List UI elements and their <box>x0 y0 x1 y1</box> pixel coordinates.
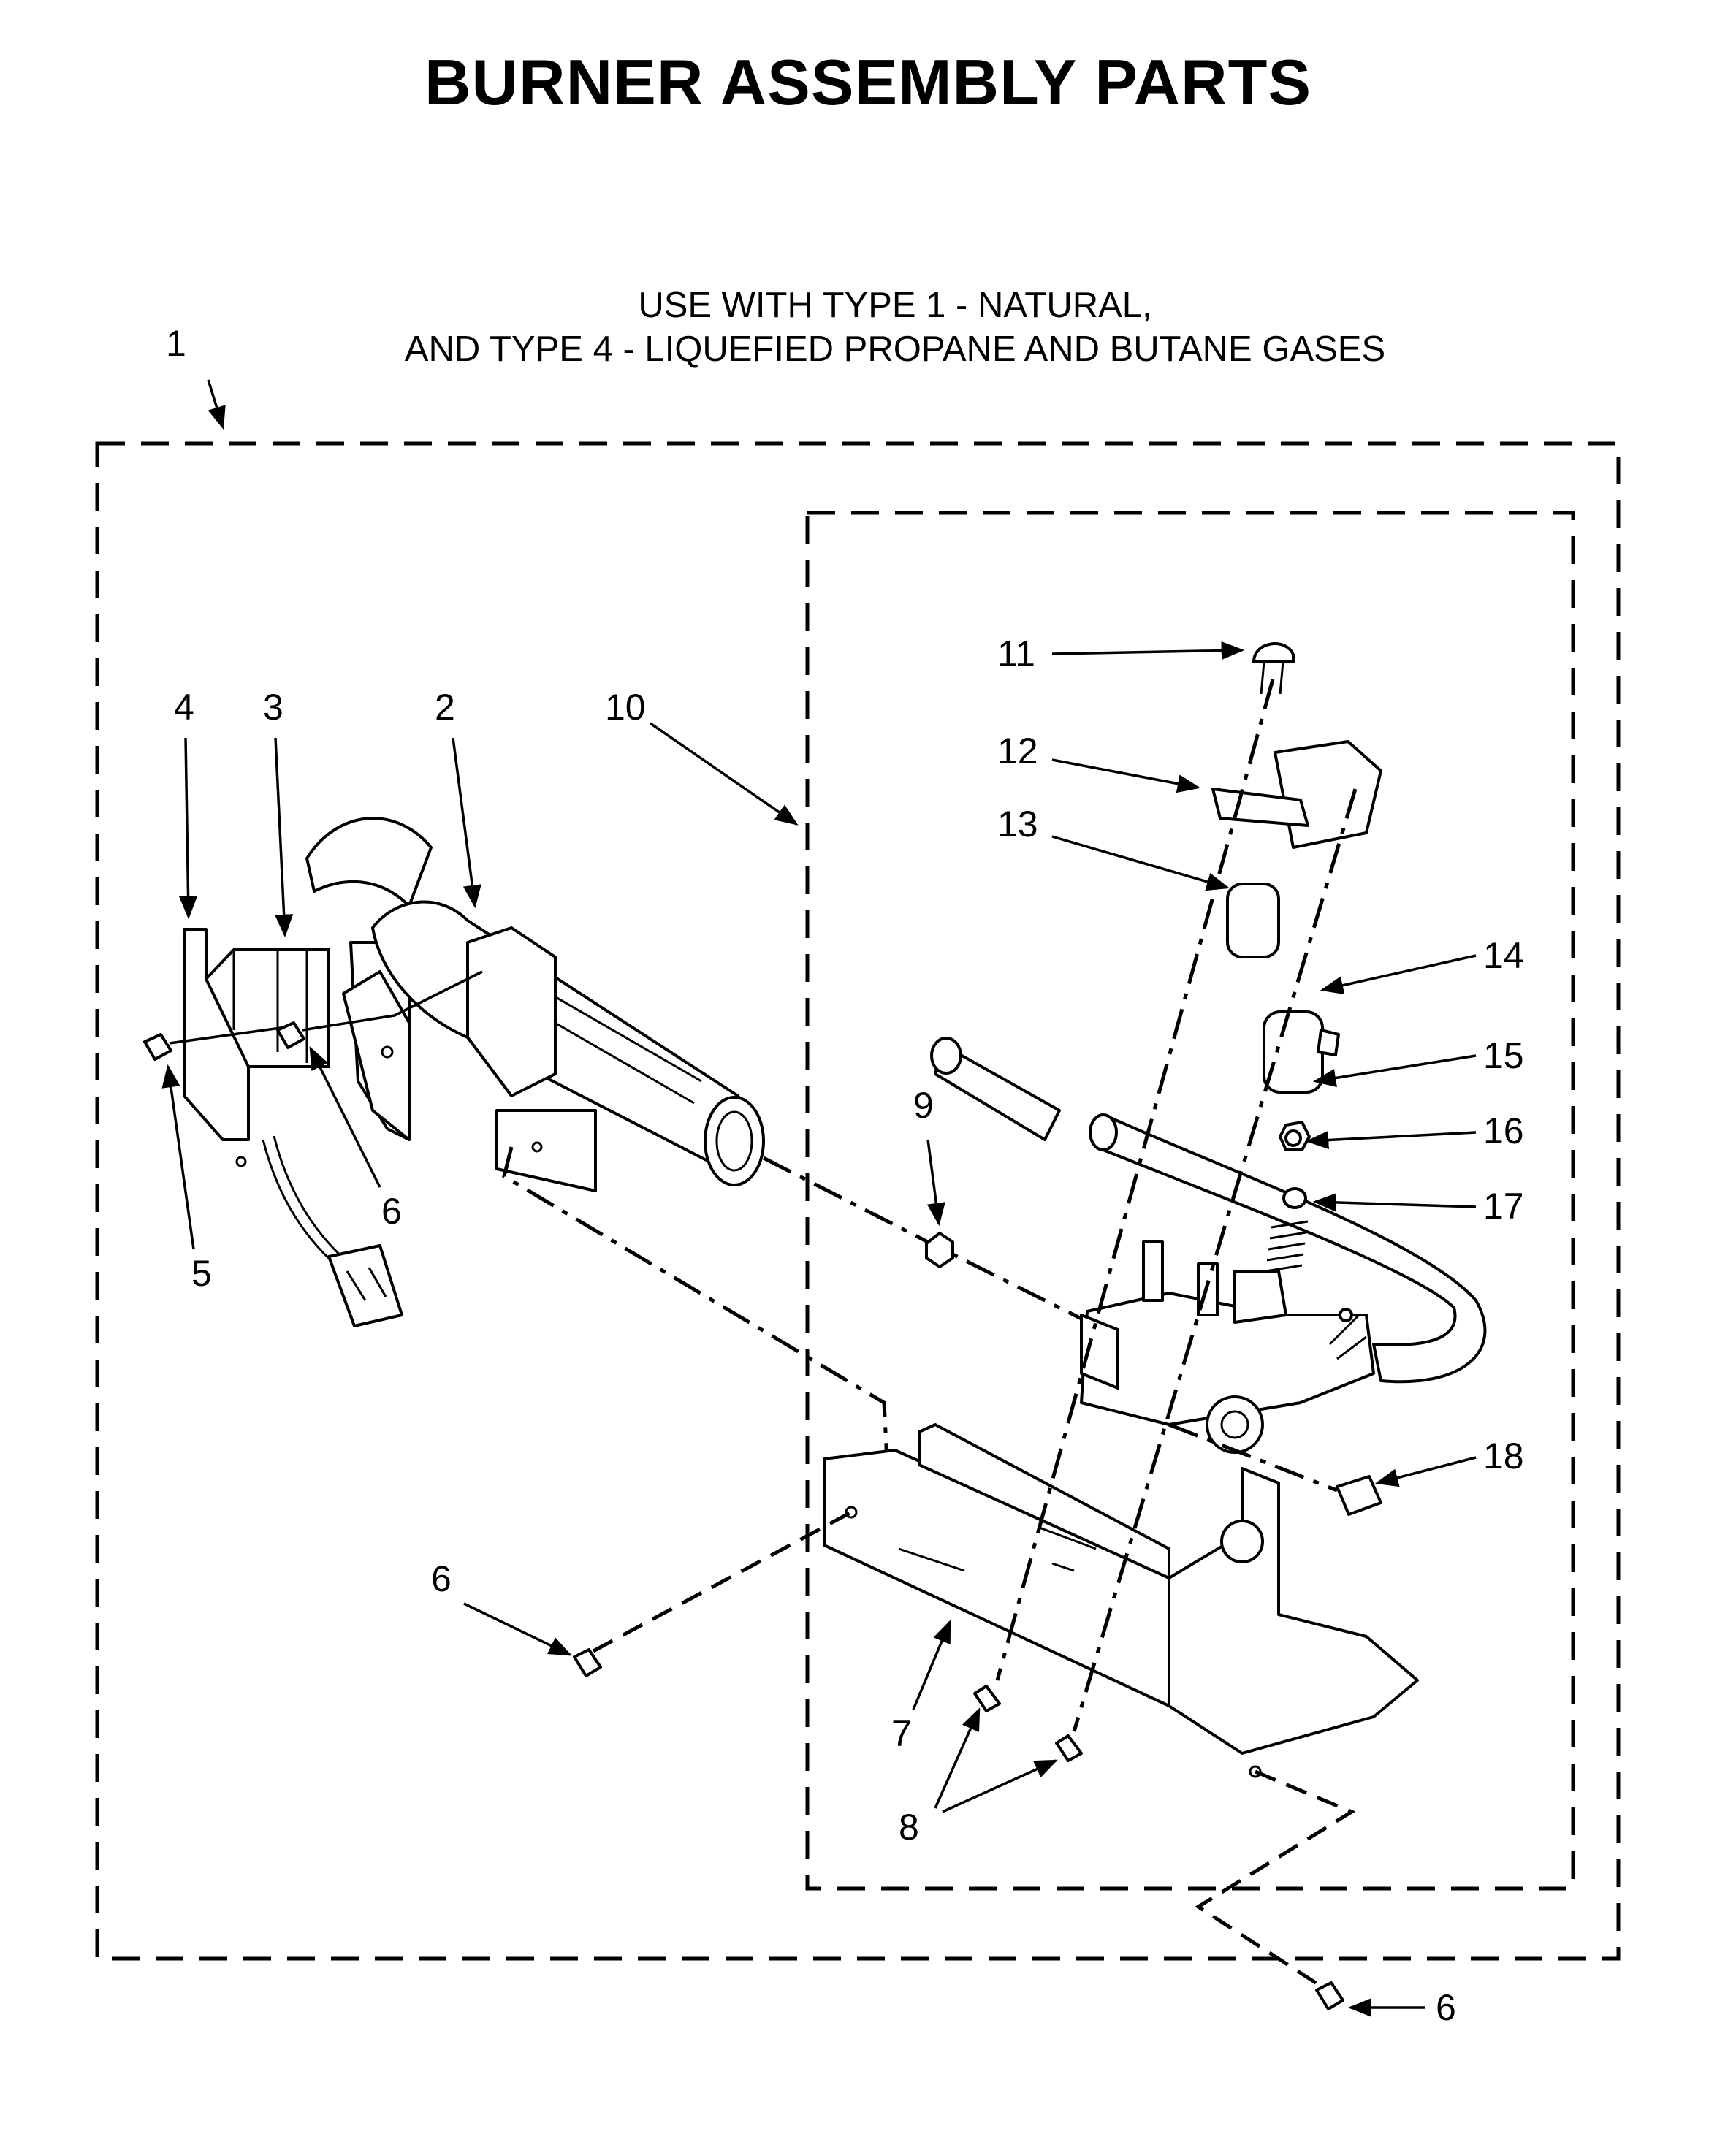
small-valve-parts <box>1265 1121 1311 1273</box>
callout-13: 13 <box>997 804 1038 845</box>
leader-8a <box>934 1707 981 1809</box>
gas-valve-body <box>1080 1240 1375 1454</box>
leader-2 <box>452 737 481 909</box>
burner-tube <box>305 817 765 1192</box>
leader-13 <box>1051 835 1230 891</box>
page-title: BURNER ASSEMBLY PARTS <box>424 46 1312 118</box>
callout-16: 16 <box>1483 1110 1524 1151</box>
callout-1: 1 <box>166 323 186 364</box>
leader-8b <box>942 1759 1058 1813</box>
subtitle-line-2: AND TYPE 4 - LIQUEFIED PROPANE AND BUTAN… <box>404 329 1386 369</box>
igniter-wire-harness <box>262 1135 403 1327</box>
connection-line-18 <box>1168 1422 1338 1493</box>
callout-5: 5 <box>191 1253 212 1294</box>
connection-line-6-bottom <box>1195 1769 1356 1989</box>
callout-7: 7 <box>891 1713 912 1754</box>
leader-15 <box>1312 1054 1477 1087</box>
leader-5 <box>161 1064 195 1250</box>
leader-6-upper <box>309 1046 381 1188</box>
callout-6-bottom: 6 <box>1436 1987 1456 2028</box>
callout-11: 11 <box>997 633 1035 674</box>
leader-17 <box>1312 1193 1477 1212</box>
leader-4 <box>178 737 198 920</box>
callout-3: 3 <box>263 687 283 728</box>
leader-7 <box>912 1620 951 1710</box>
flame-sensor-bracket <box>183 928 330 1167</box>
outer-assembly-boundary <box>95 441 1621 1961</box>
leader-16 <box>1305 1130 1477 1150</box>
leader-12 <box>1051 758 1201 793</box>
leader-6-middle <box>463 1602 572 1656</box>
callout-18: 18 <box>1483 1436 1524 1476</box>
coil-assembly <box>1211 740 1382 1094</box>
connection-line-6-lower <box>592 1510 853 1653</box>
callout-6-middle: 6 <box>431 1558 452 1599</box>
callout-15: 15 <box>1483 1035 1524 1076</box>
leader-11 <box>1051 641 1245 660</box>
igniter-mount-plate <box>342 941 411 1141</box>
callout-2: 2 <box>435 687 455 728</box>
misc-fasteners-right <box>573 642 1382 2010</box>
inner-valve-assembly-boundary <box>805 511 1575 1891</box>
axis-line-screw <box>995 679 1275 1681</box>
axis-line-coils <box>1072 788 1358 1732</box>
leader-14 <box>1320 954 1477 995</box>
connection-line-bracket <box>502 1146 890 1476</box>
leader-18 <box>1374 1456 1477 1487</box>
leader-10 <box>650 722 799 826</box>
burner-support-bracket <box>823 1423 1419 1778</box>
callout-4: 4 <box>174 687 194 728</box>
callout-8: 8 <box>899 1807 919 1848</box>
callout-6-upper: 6 <box>381 1191 402 1232</box>
leader-1 <box>207 379 226 430</box>
callout-9: 9 <box>913 1085 934 1126</box>
fasteners-left <box>143 970 483 1061</box>
subtitle-line-1: USE WITH TYPE 1 - NATURAL, <box>638 286 1152 325</box>
gas-inlet-pipe <box>930 1037 1487 1384</box>
callout-12: 12 <box>997 731 1038 771</box>
callout-14: 14 <box>1483 935 1524 976</box>
leader-9 <box>926 1139 945 1227</box>
callout-10: 10 <box>605 687 646 728</box>
callout-17: 17 <box>1483 1186 1524 1227</box>
leader-3 <box>274 737 294 938</box>
connection-line-tube <box>762 1156 1090 1325</box>
